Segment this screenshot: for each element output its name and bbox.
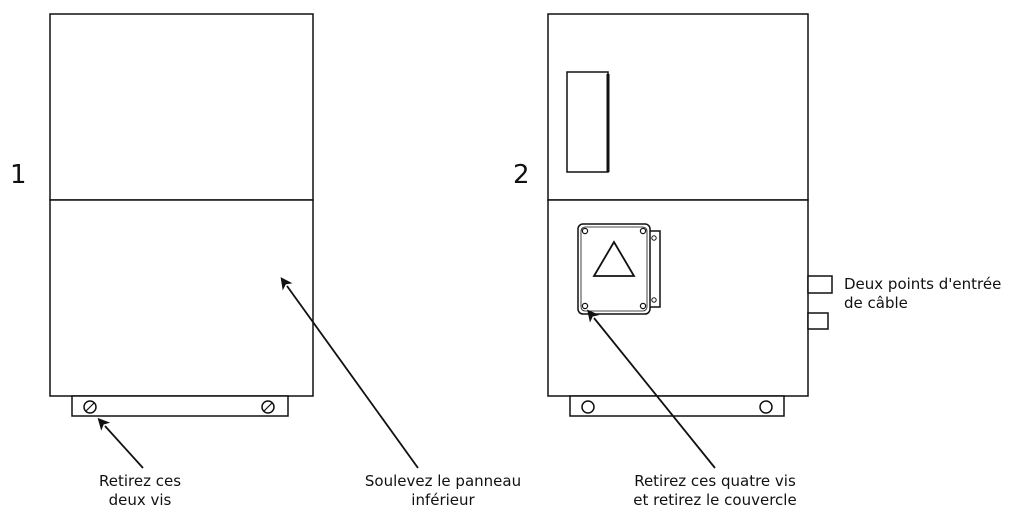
base-hole-right [759,400,773,414]
mounting-base [71,395,289,417]
cover-screw-br [639,302,647,310]
screw-right [261,400,275,414]
callout-cable-entries-line2: de câble [844,294,908,312]
callout-remove-screws-line1: Retirez ces [98,472,182,490]
cabinet-upper-panel [49,13,314,201]
cable-entry-upper [807,275,833,294]
callout-cable-entries-line1: Deux points d'entrée [844,275,1002,293]
callout-remove-screws: Retirez ces deux vis [70,472,210,510]
figure-number-2: 2 [513,160,530,190]
arrow-to-lower-panel [280,277,419,469]
display-window [566,71,610,173]
callout-remove-cover-line1: Retirez ces quatre vis [634,472,796,490]
cover-screw-tl [581,227,589,235]
base-hole-left [581,400,595,414]
mounting-base-2 [569,395,785,417]
figure-number-1: 1 [10,160,27,190]
callout-remove-screws-line2: deux vis [108,491,172,509]
figure-2 [547,13,833,469]
callout-remove-cover-line2: et retirez le couvercle [633,491,797,509]
access-cover [577,223,661,315]
cable-entry-lower [807,312,829,330]
figure-1 [49,13,419,469]
callout-lift-panel-line2: inférieur [411,491,475,509]
arrow-to-screws [97,417,144,469]
cover-screw-tr [639,227,647,235]
cabinet-lower-panel [49,199,314,397]
arrow-to-cover-screw [587,309,716,469]
cover-screw-bl [581,302,589,310]
callout-lift-panel-line1: Soulevez le panneau [364,472,522,490]
callout-remove-cover: Retirez ces quatre vis et retirez le cou… [605,472,825,510]
callout-lift-panel: Soulevez le panneau inférieur [348,472,538,510]
screw-left [83,400,97,414]
callout-cable-entries: Deux points d'entrée de câble [844,275,1019,313]
warning-triangle-icon [592,240,636,277]
